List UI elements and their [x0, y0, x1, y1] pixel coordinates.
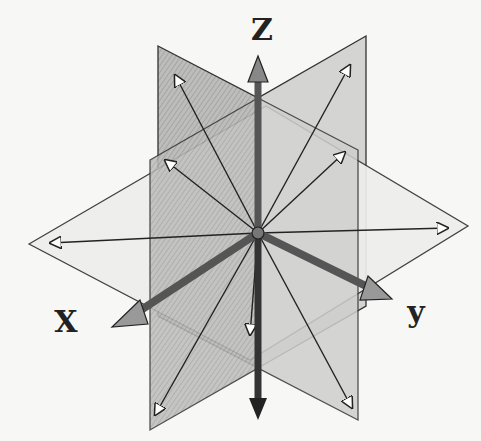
axes — [112, 56, 392, 420]
axis-label: X — [54, 307, 77, 337]
axis-label: Z — [251, 15, 273, 45]
axis-label: y — [407, 297, 424, 327]
plane-arrows — [50, 65, 448, 415]
